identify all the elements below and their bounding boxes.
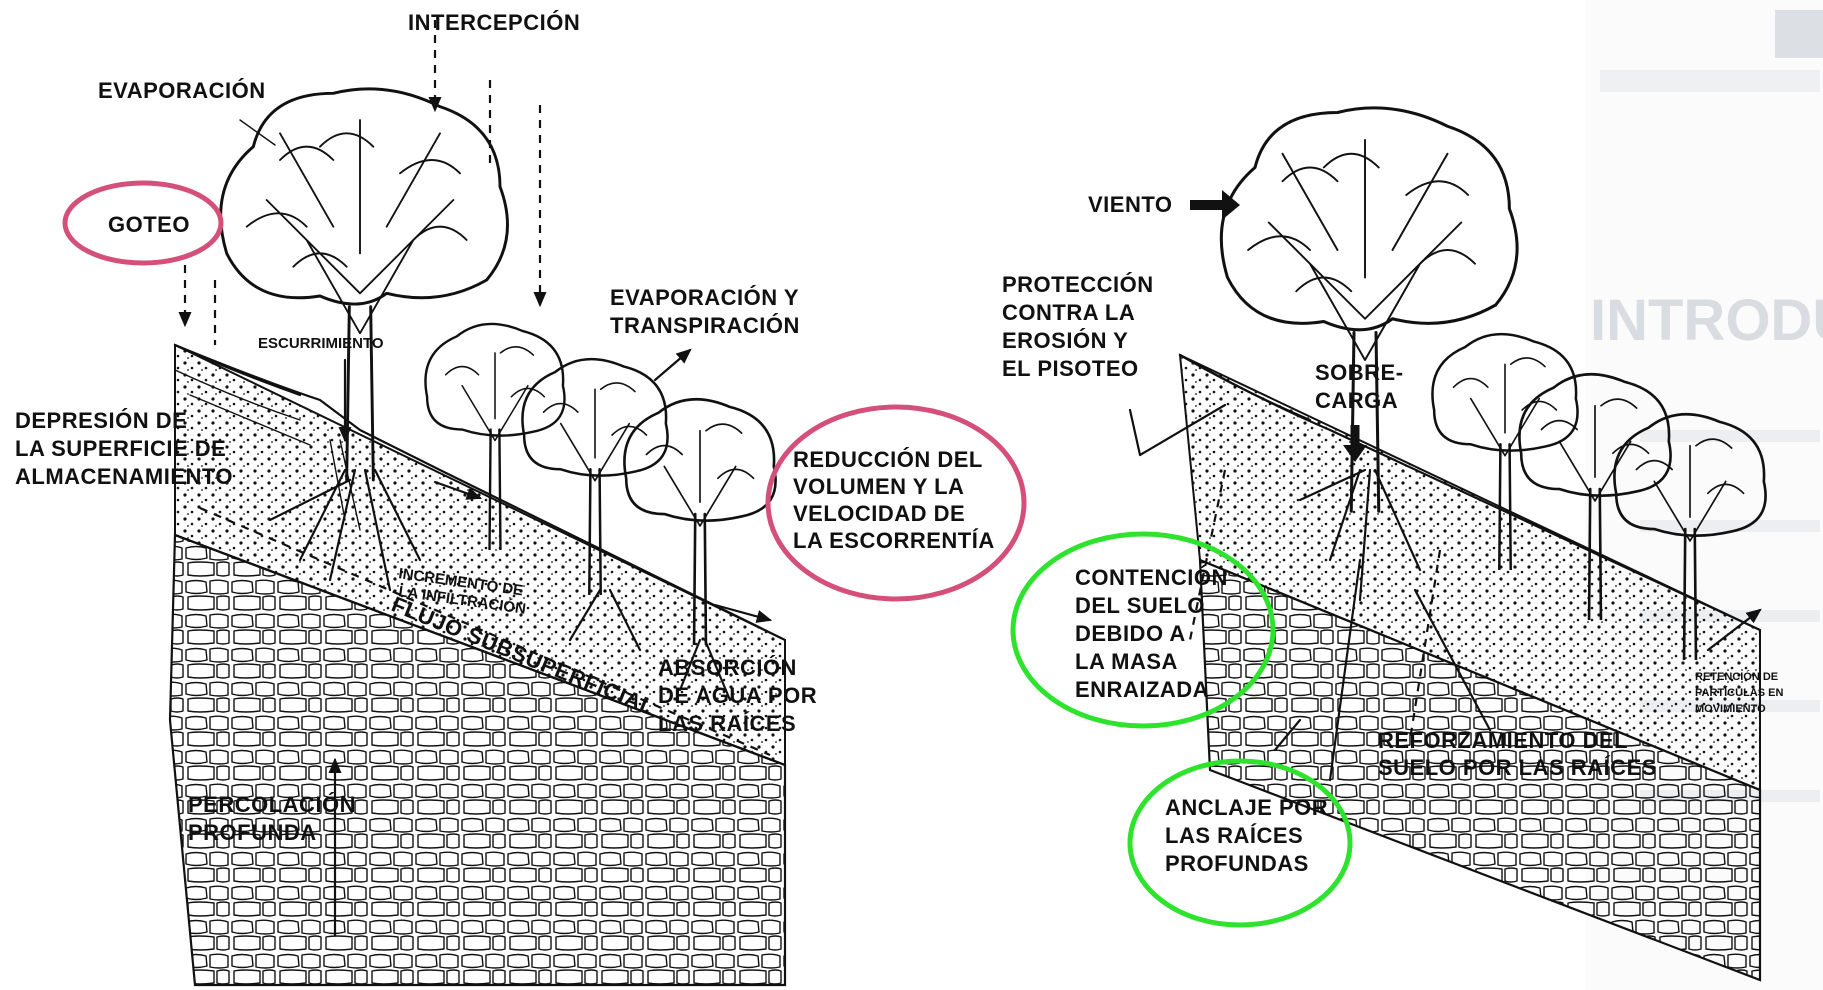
label-proteccion-4: EL PISOTEO — [1002, 356, 1139, 381]
label-retencion-2: PARTÍCULAS EN — [1695, 686, 1783, 699]
label-viento: VIENTO — [1088, 192, 1173, 217]
label-depresion-3: ALMACENAMIENTO — [15, 464, 233, 489]
label-anclaje-3: PROFUNDAS — [1165, 851, 1309, 876]
label-absorcion-3: LAS RAÍCES — [658, 711, 796, 736]
label-contencion-1: CONTENCIÓN — [1075, 565, 1228, 590]
label-depresion-2: LA SUPERFICIE DE — [15, 436, 226, 461]
label-intercepcion: INTERCEPCIÓN — [408, 10, 580, 35]
label-percolacion-1: PERCOLACIÓN — [188, 792, 356, 817]
label-reforzamiento-2: SUELO POR LAS RAÍCES — [1378, 755, 1657, 780]
label-sobrecarga-1: SOBRE- — [1315, 360, 1404, 385]
label-contencion-4: LA MASA — [1075, 649, 1178, 674]
label-proteccion-2: CONTRA LA — [1002, 300, 1135, 325]
left-diagram: INTERCEPCIÓN EVAPORACIÓN GOTEO ESCURRIMI… — [15, 10, 1024, 985]
label-proteccion-1: PROTECCIÓN — [1002, 272, 1154, 297]
label-evap-transp-2: TRANSPIRACIÓN — [610, 313, 800, 338]
label-sobrecarga-2: CARGA — [1315, 388, 1398, 413]
label-evaporacion: EVAPORACIÓN — [98, 78, 266, 103]
label-absorcion-1: ABSORCIÓN — [658, 655, 797, 680]
label-evap-transp-1: EVAPORACIÓN Y — [610, 285, 799, 310]
label-depresion-1: DEPRESIÓN DE — [15, 408, 187, 433]
label-retencion-3: MOVIMIENTO — [1695, 703, 1766, 715]
label-escurrimiento: ESCURRIMIENTO — [258, 335, 384, 352]
label-contencion-2: DEL SUELO — [1075, 593, 1205, 618]
label-goteo: GOTEO — [108, 212, 190, 237]
label-contencion-5: ENRAIZADA — [1075, 677, 1209, 702]
label-anclaje-1: ANCLAJE POR — [1165, 795, 1328, 820]
label-reduccion-3: VELOCIDAD DE — [793, 501, 965, 526]
label-absorcion-2: DE AGUA POR — [658, 683, 817, 708]
label-proteccion-3: EROSIÓN Y — [1002, 328, 1128, 353]
label-retencion-1: RETENCIÓN DE — [1695, 670, 1778, 683]
label-reduccion-2: VOLUMEN Y LA — [793, 474, 964, 499]
label-contencion-3: DEBIDO A — [1075, 621, 1186, 646]
label-percolacion-2: PROFUNDA — [188, 820, 317, 845]
label-reforzamiento-1: REFORZAMIENTO DEL — [1378, 728, 1628, 753]
ghost-heading: INTRODUC — [1590, 288, 1823, 353]
label-reduccion-1: REDUCCIÓN DEL — [793, 447, 983, 472]
label-reduccion-4: LA ESCORRENTÍA — [793, 528, 995, 553]
label-anclaje-2: LAS RAÍCES — [1165, 823, 1303, 848]
